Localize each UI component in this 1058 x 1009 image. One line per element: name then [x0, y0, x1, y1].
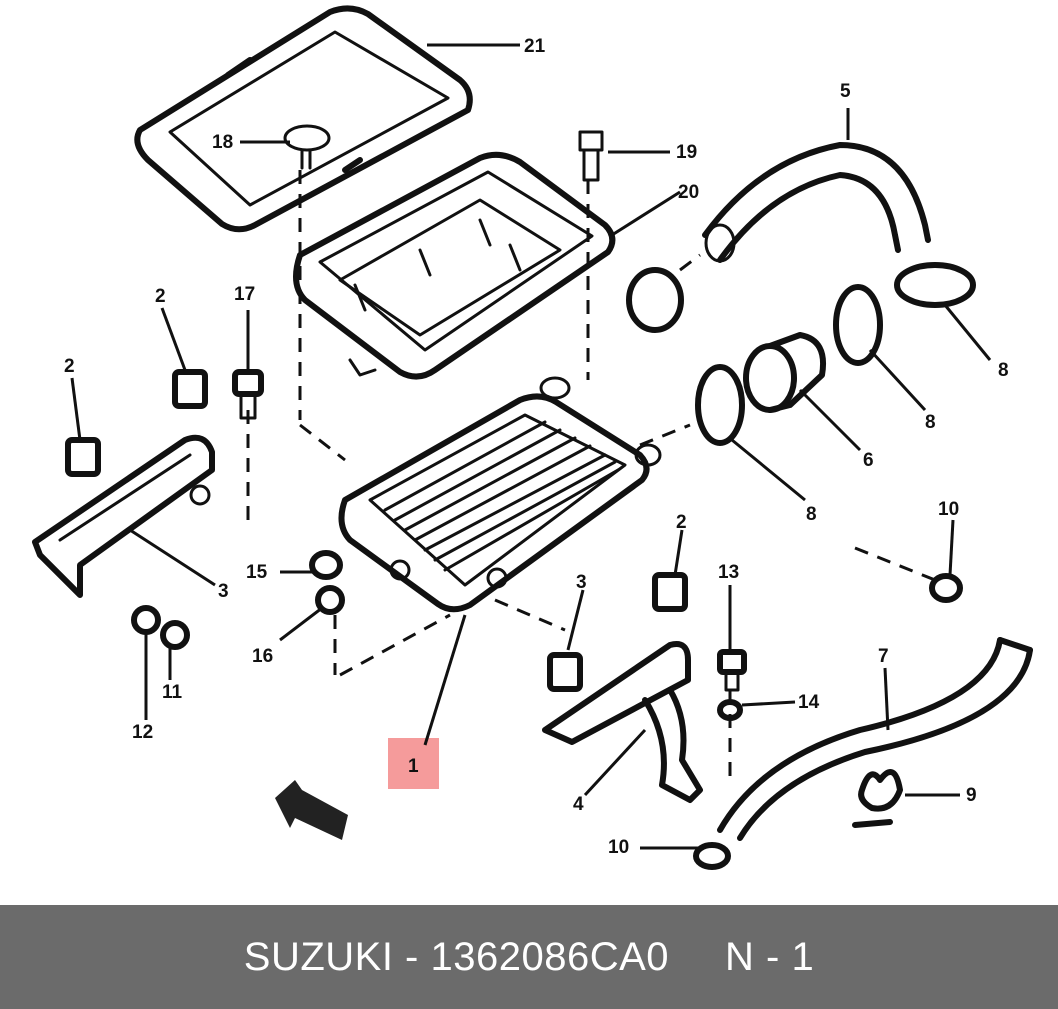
intercooler-1 — [338, 376, 662, 613]
bracket-3 — [32, 434, 215, 598]
plug-18 — [283, 124, 331, 170]
gasket-21 — [134, 5, 473, 233]
clamp-8-low — [695, 364, 745, 446]
callout-3-a: 3 — [218, 581, 229, 602]
callout-17: 17 — [234, 284, 255, 305]
washer-12 — [131, 605, 161, 635]
bolt-13 — [717, 649, 747, 692]
callout-2-b: 2 — [155, 286, 166, 307]
ring-10-top — [929, 573, 963, 603]
grommet-15 — [309, 550, 343, 580]
callout-12: 12 — [132, 722, 153, 743]
callout-10-bottom: 10 — [608, 837, 629, 858]
grommet-16 — [315, 585, 345, 615]
mount-2-b — [172, 369, 208, 409]
footer-bar: SUZUKI - 1362086CA0 N - 1 — [0, 905, 1058, 1009]
callout-4: 4 — [573, 794, 584, 815]
hose-5 — [702, 142, 931, 263]
callout-16: 16 — [252, 646, 273, 667]
mount-2-d — [547, 652, 583, 692]
callout-9: 9 — [966, 785, 977, 806]
callout-14: 14 — [798, 692, 820, 713]
callout-8-low: 8 — [806, 504, 817, 525]
callout-15: 15 — [246, 562, 268, 583]
callout-7: 7 — [878, 646, 889, 667]
mount-2-a — [65, 437, 101, 477]
clamp-8-mid — [626, 267, 684, 333]
note-text: N - 1 — [725, 934, 815, 979]
hose-joint-6 — [743, 332, 826, 413]
clip-9 — [852, 769, 903, 828]
callout-11: 11 — [162, 682, 183, 703]
nut-11 — [160, 620, 190, 650]
bracket-4 — [542, 641, 703, 803]
callout-13: 13 — [718, 562, 739, 583]
washer-14 — [717, 699, 743, 721]
callout-1: 1 — [408, 756, 419, 777]
part-number-text: SUZUKI - 1362086CA0 — [243, 934, 670, 979]
callout-19: 19 — [676, 142, 697, 163]
mount-2-c — [652, 572, 688, 612]
callout-8-mid: 8 — [925, 412, 936, 433]
callout-2-c: 2 — [676, 512, 687, 533]
callout-8-top: 8 — [998, 360, 1009, 381]
ring-10-bottom — [693, 842, 731, 870]
cover-20 — [293, 151, 616, 380]
highlight-part-1 — [388, 738, 439, 789]
bolt-19 — [578, 130, 604, 182]
parts-diagram: 21 18 19 20 5 8 8 6 8 2 17 2 3 15 16 11 … — [32, 5, 1033, 870]
front-arrow-icon — [275, 780, 348, 840]
callout-20: 20 — [678, 182, 699, 203]
callout-21: 21 — [524, 36, 546, 57]
callout-2-a: 2 — [64, 356, 75, 377]
callout-3-b: 3 — [576, 572, 587, 593]
callout-10-top: 10 — [938, 499, 959, 520]
callout-5: 5 — [840, 81, 851, 102]
hose-7 — [717, 637, 1033, 841]
clamp-8-top — [833, 262, 976, 366]
callout-18: 18 — [212, 132, 233, 153]
callout-6: 6 — [863, 450, 874, 471]
